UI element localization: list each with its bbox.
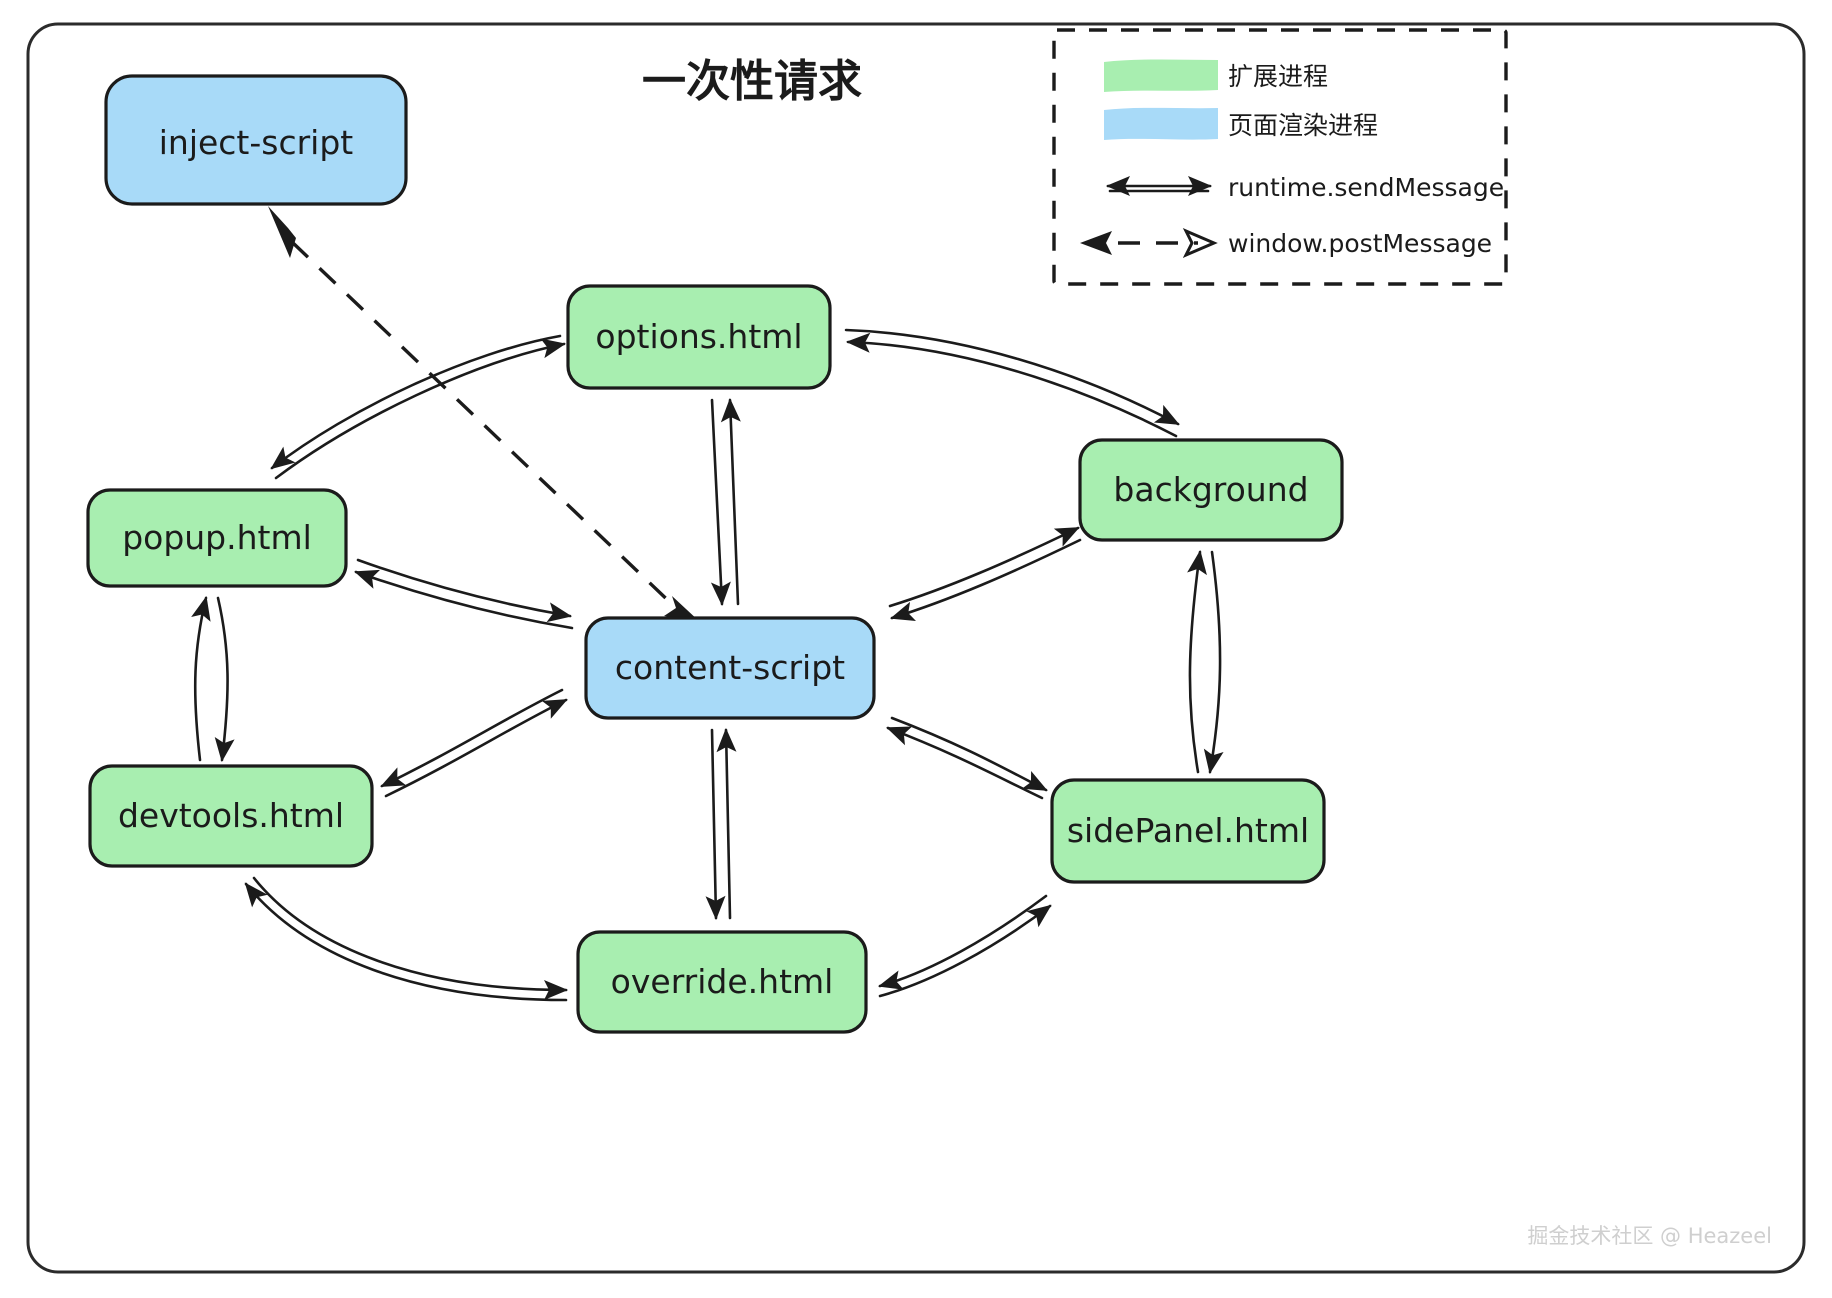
node-inject-script[interactable]: inject-script xyxy=(104,74,408,206)
edge-background-sidepanel xyxy=(1187,550,1224,774)
legend-label-page-render-process: 页面渲染进程 xyxy=(1228,111,1378,140)
node-options-html[interactable]: options.html xyxy=(566,284,832,390)
legend-item-extension-process: 扩展进程 xyxy=(1104,59,1328,92)
dashed-arrow-right-head-icon xyxy=(1182,228,1218,258)
legend-item-page-render-process: 页面渲染进程 xyxy=(1104,107,1378,140)
edge-options-contentscript xyxy=(710,398,741,606)
outer-frame xyxy=(26,22,1806,1274)
edge-popup-contentscript xyxy=(354,558,574,630)
edge-background-contentscript xyxy=(888,526,1082,622)
edge-devtools-contentscript xyxy=(380,688,568,798)
node-content-script[interactable]: content-script xyxy=(584,616,876,720)
dashed-arrow-left-head-icon xyxy=(1080,231,1112,255)
node-override-html[interactable]: override.html xyxy=(576,930,868,1034)
legend: 扩展进程 页面渲染进程 runtime.sendMessage window.p… xyxy=(1052,28,1508,286)
edges-layer xyxy=(191,206,1224,1002)
legend-label-window-postmessage: window.postMessage xyxy=(1228,229,1492,258)
edge-options-background xyxy=(844,328,1180,438)
legend-label-extension-process: 扩展进程 xyxy=(1228,62,1328,91)
edge-injectscript-contentscript xyxy=(268,206,700,622)
edge-popup-devtools xyxy=(191,596,235,762)
page-title: 一次性请求 xyxy=(642,56,862,107)
edge-sidepanel-override xyxy=(878,894,1052,998)
legend-item-window-postmessage xyxy=(1080,228,1218,258)
node-popup-html[interactable]: popup.html xyxy=(86,488,348,588)
extension-process-swatch xyxy=(1104,59,1218,92)
node-label-background: background xyxy=(1113,470,1308,509)
node-sidepanel-html[interactable]: sidePanel.html xyxy=(1050,778,1326,884)
node-label-content-script: content-script xyxy=(615,648,845,687)
nodes-layer: inject-script options.html background po… xyxy=(86,74,1344,1034)
dashed-edge-head-inject xyxy=(268,206,296,258)
legend-label-runtime-sendmessage: runtime.sendMessage xyxy=(1228,173,1504,202)
node-label-inject-script: inject-script xyxy=(159,123,354,162)
watermark: 掘金技术社区 @ Heazeel xyxy=(1527,1224,1772,1248)
edge-options-popup xyxy=(270,334,566,480)
edge-contentscript-override xyxy=(705,728,737,920)
node-label-popup-html: popup.html xyxy=(122,518,312,557)
solid-double-arrow-icon xyxy=(1106,176,1212,196)
dashed-edge-head-content xyxy=(664,596,700,622)
legend-item-runtime-sendmessage: runtime.sendMessage xyxy=(1106,173,1504,202)
edge-contentscript-sidepanel xyxy=(886,716,1048,800)
node-background[interactable]: background xyxy=(1078,438,1344,542)
node-label-sidepanel-html: sidePanel.html xyxy=(1067,811,1309,850)
node-devtools-html[interactable]: devtools.html xyxy=(88,764,374,868)
node-label-override-html: override.html xyxy=(611,962,834,1001)
page-render-process-swatch xyxy=(1104,107,1218,140)
edge-devtools-override xyxy=(244,876,568,1002)
node-label-options-html: options.html xyxy=(595,317,802,356)
node-label-devtools-html: devtools.html xyxy=(118,796,344,835)
